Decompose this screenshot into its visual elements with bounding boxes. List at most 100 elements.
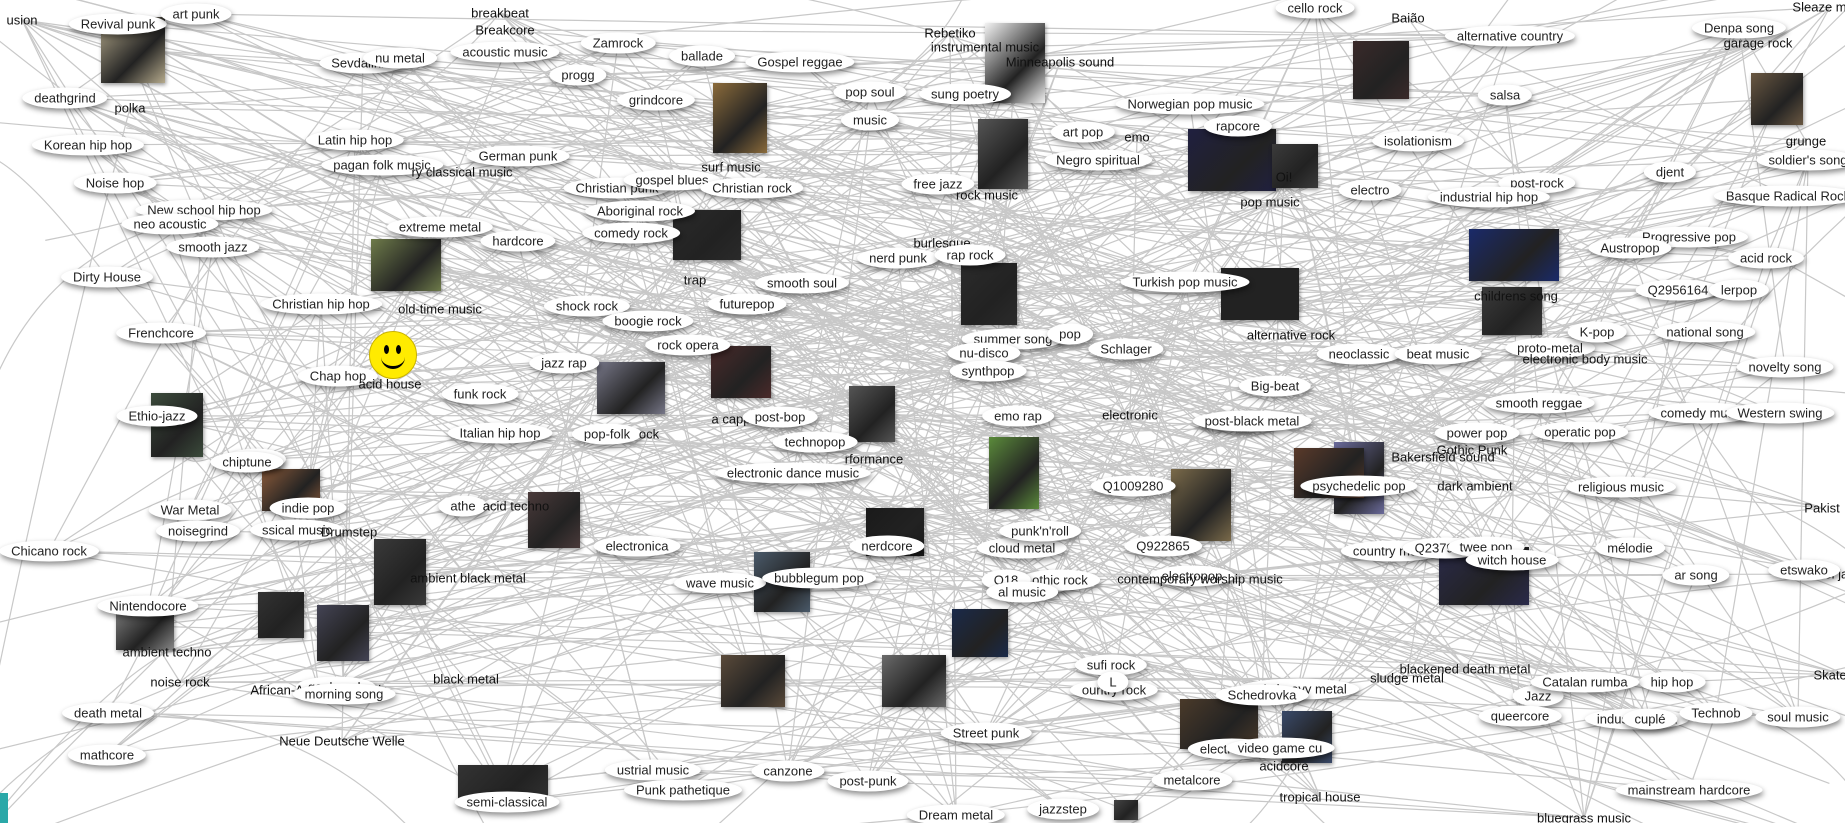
genre-node[interactable]: alternative country <box>1444 25 1576 47</box>
genre-node[interactable]: jazz rap <box>529 352 599 374</box>
genre-node[interactable]: Gospel reggae <box>745 51 855 73</box>
genre-node[interactable]: noisegrind <box>156 520 240 542</box>
genre-node[interactable]: nerd punk <box>857 247 939 269</box>
genre-node[interactable]: al music <box>986 581 1058 603</box>
genre-node[interactable]: Turkish pop music <box>1120 271 1250 293</box>
genre-node[interactable]: a capp <box>711 411 751 427</box>
genre-node[interactable]: Pakist <box>1804 500 1840 516</box>
genre-node[interactable]: pagan folk music <box>321 154 443 176</box>
genre-node[interactable]: mainstream hardcore <box>1615 779 1763 801</box>
genre-node[interactable]: alternative rock <box>1246 327 1336 343</box>
genre-node[interactable]: mathcore <box>67 744 147 766</box>
genre-node[interactable]: futurepop <box>707 293 787 315</box>
genre-node[interactable]: ambient black metal <box>410 570 526 586</box>
genre-node[interactable]: sufi rock <box>1074 654 1148 676</box>
genre-node[interactable]: post-bop <box>742 406 818 428</box>
genre-node[interactable]: electronic dance music <box>714 462 872 484</box>
genre-node[interactable]: punk'n'roll <box>999 520 1081 542</box>
genre-node[interactable]: Ethio-jazz <box>116 405 198 427</box>
genre-node[interactable]: cello rock <box>1275 0 1355 19</box>
genre-node[interactable]: semi-classical <box>454 791 560 813</box>
genre-node[interactable]: soul music <box>1755 706 1841 728</box>
genre-node[interactable]: Drumstep <box>320 524 378 540</box>
genre-node[interactable]: soldier's song <box>1756 149 1845 171</box>
genre-image-node[interactable] <box>1353 41 1409 99</box>
genre-image-node[interactable] <box>1751 73 1803 125</box>
genre-node[interactable]: post-punk <box>827 770 909 792</box>
genre-node[interactable]: lerpop <box>1708 279 1770 301</box>
genre-node[interactable]: rformance <box>844 451 904 467</box>
genre-node[interactable]: music <box>841 109 899 131</box>
genre-node[interactable]: free jazz <box>901 173 975 195</box>
genre-image-node[interactable] <box>673 210 741 260</box>
genre-node[interactable]: breakbeat <box>471 5 529 21</box>
genre-node[interactable]: electronic <box>1102 407 1158 423</box>
genre-node[interactable]: Breakcore <box>475 22 535 38</box>
genre-node[interactable]: ballade <box>669 45 735 67</box>
genre-image-node[interactable] <box>961 263 1017 325</box>
genre-node[interactable]: old-time music <box>398 301 482 317</box>
genre-node[interactable]: Austropop <box>1588 237 1672 259</box>
genre-node[interactable]: Dream metal <box>906 804 1006 823</box>
genre-node[interactable]: electronica <box>593 535 681 557</box>
genre-node[interactable]: Oi! <box>1275 169 1293 185</box>
genre-image-node[interactable] <box>952 609 1008 657</box>
genre-node[interactable]: sung poetry <box>919 83 1011 105</box>
genre-node[interactable]: Skate punk <box>1813 667 1845 683</box>
genre-node[interactable]: progg <box>549 64 607 86</box>
genre-node[interactable]: ambient techno <box>122 644 212 660</box>
genre-image-node[interactable] <box>1482 287 1542 335</box>
genre-node[interactable]: sludge metal <box>1370 670 1444 686</box>
genre-node[interactable]: pop-folk <box>571 423 643 445</box>
genre-node[interactable]: Bakersfield sound <box>1391 449 1495 465</box>
genre-node[interactable]: art punk <box>160 3 232 25</box>
genre-node[interactable]: Frenchcore <box>116 322 206 344</box>
genre-node[interactable]: Jazz <box>1512 685 1564 707</box>
genre-node[interactable]: comedy rock <box>582 222 680 244</box>
genre-node[interactable]: nu metal <box>363 47 437 69</box>
genre-node[interactable]: funk rock <box>441 383 519 405</box>
genre-image-node[interactable] <box>317 605 369 661</box>
genre-node[interactable]: mélodie <box>1595 537 1665 559</box>
genre-node[interactable]: pop <box>1047 323 1093 345</box>
genre-node[interactable]: Christian hip hop <box>260 293 382 315</box>
genre-node[interactable]: black metal <box>433 671 499 687</box>
genre-node[interactable]: Korean hip hop <box>31 134 145 156</box>
genre-image-node[interactable] <box>597 362 665 414</box>
genre-node[interactable]: neoclassic <box>1316 343 1402 365</box>
genre-node[interactable]: djent <box>1643 161 1697 183</box>
genre-node[interactable]: contemporary worship music <box>1117 571 1283 587</box>
genre-image-node[interactable] <box>258 592 304 638</box>
genre-node[interactable]: morning song <box>292 683 396 705</box>
genre-node[interactable]: synthpop <box>949 360 1027 382</box>
genre-node[interactable]: Chicano rock <box>0 540 99 562</box>
genre-node[interactable]: post-black metal <box>1192 410 1312 432</box>
genre-node[interactable]: comedy music <box>1648 402 1756 424</box>
genre-node[interactable]: deathgrind <box>22 87 108 109</box>
genre-node[interactable]: cuplé <box>1622 708 1678 730</box>
genre-node[interactable]: religious music <box>1566 476 1676 498</box>
genre-image-node[interactable] <box>711 346 771 398</box>
genre-node[interactable]: grindcore <box>616 89 696 111</box>
genre-node[interactable]: acid house <box>358 376 422 392</box>
genre-node[interactable]: Technob <box>1679 702 1753 724</box>
genre-node[interactable]: hardcore <box>480 230 556 252</box>
genre-node[interactable]: bluegrass music <box>1537 810 1631 823</box>
genre-node[interactable]: chiptune <box>210 451 284 473</box>
genre-node[interactable]: Minneapolis sound <box>1005 54 1115 70</box>
genre-node[interactable]: pop soul <box>833 81 907 103</box>
genre-node[interactable]: War Metal <box>148 499 232 521</box>
genre-node[interactable]: electronic body music <box>1522 351 1648 367</box>
genre-node[interactable]: Sleaze metal <box>1792 0 1845 15</box>
genre-node[interactable]: neo acoustic <box>121 213 219 235</box>
genre-node[interactable]: Aboriginal rock <box>585 200 695 222</box>
genre-node[interactable]: acidcore <box>1259 758 1309 774</box>
genre-node[interactable]: grunge <box>1785 133 1827 149</box>
genre-node[interactable]: ustrial music <box>604 759 702 781</box>
genre-image-node[interactable] <box>371 239 441 291</box>
genre-node[interactable]: etswako <box>1768 559 1840 581</box>
genre-node[interactable]: acid techno <box>482 498 550 514</box>
genre-image-node[interactable] <box>882 655 946 707</box>
genre-node[interactable]: proto-metal <box>1505 337 1595 359</box>
